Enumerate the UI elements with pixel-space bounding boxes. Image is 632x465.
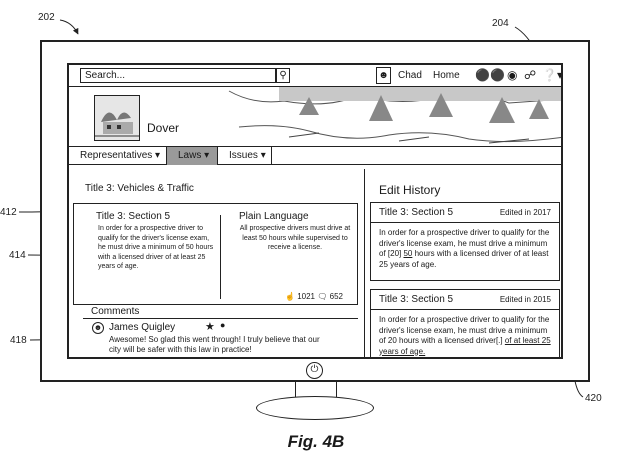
plain-language-text: All prospective drivers must drive at le… [239,225,351,251]
home-link[interactable]: Home [433,70,460,81]
comments-label: Comments [91,306,140,317]
messenger-icon[interactable]: ◉ [507,68,518,82]
chevron-down-icon: ▾ [204,150,210,161]
commenter-name[interactable]: James Quigley [109,322,176,333]
comment-text: Awesome! So glad this went through! I tr… [109,335,320,354]
landscape-sketch [228,87,561,144]
cover-banner: Dover [69,87,561,147]
power-icon[interactable]: ⏻ [306,362,323,379]
tab-label: Issues [229,150,258,161]
magnifier-icon[interactable]: ⚲ [276,68,290,83]
profile-name: Dover [147,121,180,135]
commenter-avatar-icon[interactable]: ☻ [92,322,104,334]
star-icon[interactable]: ★ [205,321,215,333]
ref-202: 202 [38,12,55,23]
chevron-down-icon: ▾ [260,150,266,161]
ref-418: 418 [10,335,27,346]
monitor-stand-base [256,396,374,420]
dot-icon[interactable]: ● [220,320,226,330]
edit-text: In order for a prospective driver to qua… [379,228,550,269]
ref-204: 204 [492,18,509,29]
friends-icon[interactable]: ⚫⚫ [475,68,505,82]
edit-title: Title 3: Section 5 [379,294,454,305]
edit-text: In order for a prospective driver to qua… [379,315,551,356]
profile-picture[interactable] [94,95,140,141]
edit-card-header: Title 3: Section 5 Edited in 2015 [371,290,559,310]
law-title: Title 3: Section 5 [96,211,171,222]
chevron-down-icon: ▾ [155,150,161,161]
ref-414: 414 [9,250,26,261]
edit-date: Edited in 2015 [499,295,551,304]
plain-language-title: Plain Language [239,211,309,222]
column-divider [364,169,365,357]
comments-divider [83,318,358,319]
help-icon[interactable]: ❔▾ [542,68,563,82]
edit-history-title: Edit History [379,183,441,197]
user-avatar-icon[interactable]: ☻ [376,67,391,84]
thumbs-up-icon[interactable]: ☝ [285,292,295,301]
comment-count: 652 [329,292,343,301]
search-input[interactable]: Search... [80,68,276,83]
monitor-stand-neck [295,382,337,398]
figure-caption: Fig. 4B [287,432,345,451]
edit-card[interactable]: Title 3: Section 5 Edited in 2015 In ord… [370,289,560,357]
edit-card-header: Title 3: Section 5 Edited in 2017 [371,203,559,223]
edit-card[interactable]: Title 3: Section 5 Edited in 2017 In ord… [370,202,560,281]
town-photo-icon [95,96,139,140]
tab-representatives[interactable]: Representatives ▾ [69,147,167,165]
comment-bubble-icon[interactable]: 🗨 [317,292,328,301]
tab-issues[interactable]: Issues ▾ [218,147,272,165]
tab-laws[interactable]: Laws ▾ [167,147,218,165]
ref-420: 420 [585,393,602,404]
tab-label: Laws [178,150,202,161]
law-text: In order for a prospective driver to qua… [98,225,214,270]
card-divider [220,215,221,299]
tab-bar: Representatives ▾ Laws ▾ Issues ▾ [69,147,561,165]
ref-412: 412 [0,207,17,218]
reactions-bar: ☝ 1021 🗨 652 [285,292,343,301]
edit-date: Edited in 2017 [499,208,551,217]
globe-icon[interactable]: ☍ [524,68,537,82]
user-name-link[interactable]: Chad [398,70,422,81]
top-bar: Search... ⚲ ☻ Chad Home ⚫⚫ ◉ ☍ ❔▾ [69,65,561,87]
comments-panel [83,304,358,357]
screen: Search... ⚲ ☻ Chad Home ⚫⚫ ◉ ☍ ❔▾ [67,63,563,359]
like-count: 1021 [297,292,315,301]
section-title: Title 3: Vehicles & Traffic [85,183,194,194]
edit-title: Title 3: Section 5 [379,207,454,218]
tab-label: Representatives [80,150,153,161]
